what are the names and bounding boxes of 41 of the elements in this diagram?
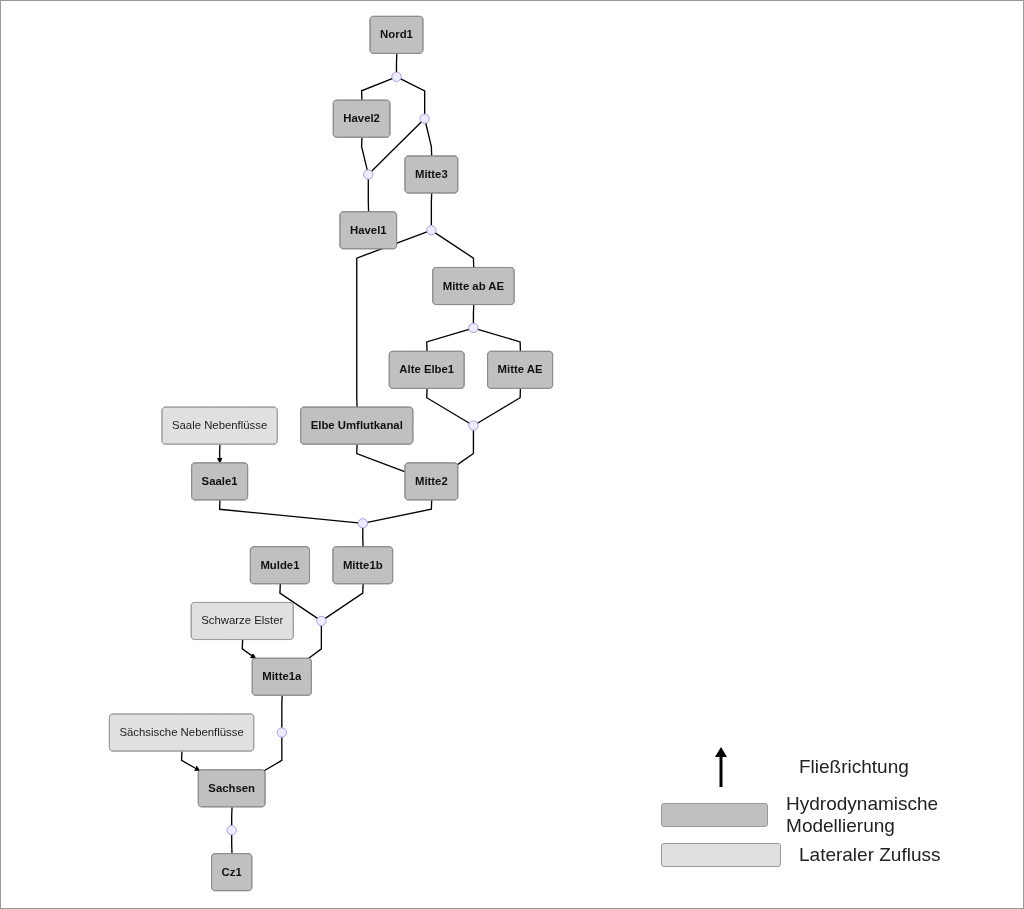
connector xyxy=(395,53,398,73)
legend-label: Lateraler Zufluss xyxy=(799,844,941,866)
legend-label: Hydrodynamische Modellierung xyxy=(786,793,940,837)
node-circle xyxy=(363,169,374,180)
connector xyxy=(307,625,323,660)
connector xyxy=(231,806,233,827)
connector xyxy=(356,231,428,409)
connector xyxy=(370,121,423,172)
connector xyxy=(356,443,406,473)
node-circle xyxy=(357,518,368,529)
connector xyxy=(430,192,433,227)
node-circle xyxy=(226,825,237,836)
node-circle xyxy=(426,225,437,236)
connector xyxy=(362,527,364,548)
arrow xyxy=(241,639,257,659)
node-circle xyxy=(276,727,287,738)
node-circle xyxy=(468,420,479,431)
arrow xyxy=(216,443,223,464)
connector xyxy=(218,499,359,524)
connector xyxy=(231,834,233,855)
connector xyxy=(434,232,475,269)
node-circle xyxy=(468,322,479,333)
connector xyxy=(367,178,370,213)
connector xyxy=(477,328,522,353)
arrow xyxy=(180,750,201,772)
connector xyxy=(279,583,319,620)
connector xyxy=(425,122,433,157)
connector xyxy=(360,77,393,102)
node-circle xyxy=(316,615,327,626)
connector xyxy=(426,388,471,424)
connector xyxy=(324,583,364,620)
connector xyxy=(472,304,475,324)
connector xyxy=(456,429,475,466)
connector xyxy=(476,388,522,424)
legend-label: Fließrichtung xyxy=(799,756,909,778)
connector xyxy=(426,328,470,353)
node-circle xyxy=(391,71,402,82)
connector xyxy=(360,136,368,171)
connector xyxy=(281,694,283,729)
connector xyxy=(366,499,433,524)
node-circle xyxy=(419,113,430,124)
